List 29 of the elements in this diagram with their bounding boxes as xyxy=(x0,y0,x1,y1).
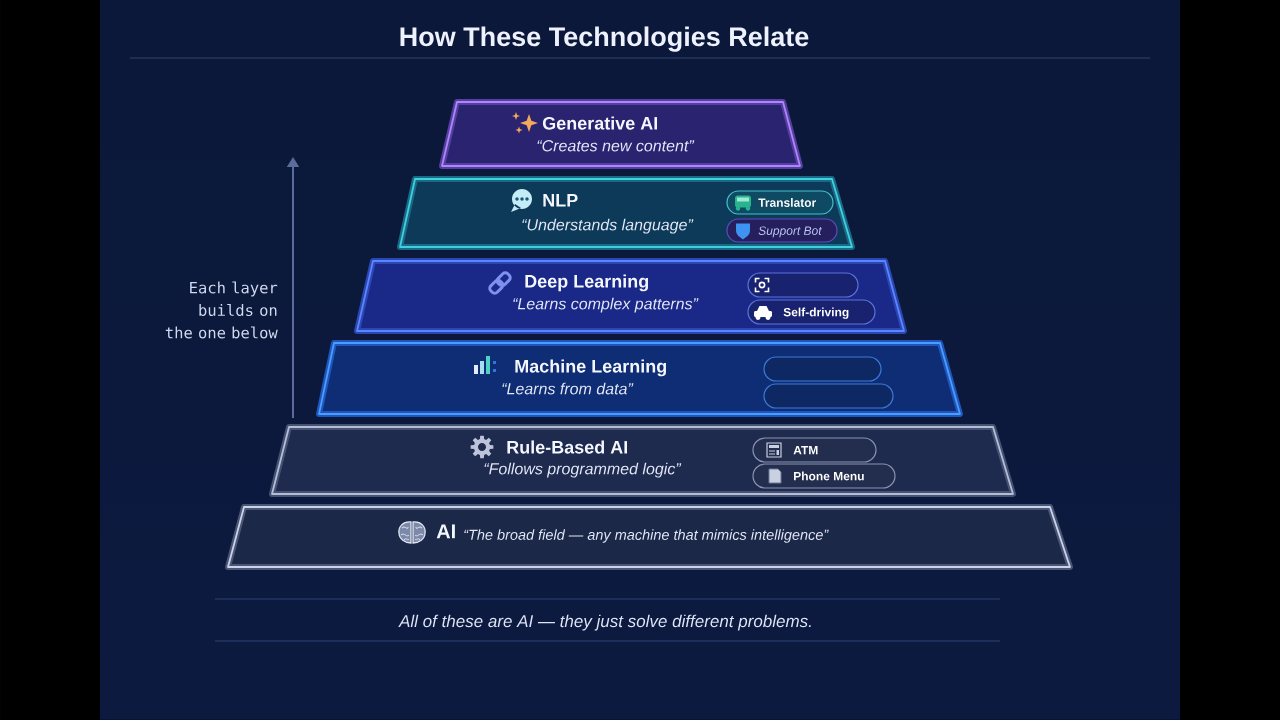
pyramid-layer xyxy=(397,176,855,250)
pyramid-layer xyxy=(354,258,907,334)
example-tag xyxy=(763,356,882,382)
caption: All of these are AI — they just solve different problems. xyxy=(398,614,811,631)
layer-description: “Learns from data” xyxy=(502,382,634,395)
pyramid-layer xyxy=(225,504,1073,570)
pyramid-layer xyxy=(316,340,963,417)
example-tag: Support Bot xyxy=(726,218,838,243)
example-tag: Self-driving xyxy=(747,299,876,325)
layer-heading: Deep Learning xyxy=(525,274,648,292)
layer-heading: Machine Learning xyxy=(515,359,666,377)
layer-heading: Generative AI xyxy=(542,116,658,130)
pyramid-layer xyxy=(439,99,803,169)
layer-description: “Creates new content” xyxy=(537,140,695,152)
example-tag: ATM xyxy=(752,437,877,463)
side-note: Each layer builds on the one below xyxy=(165,281,278,339)
layer-description: “Follows programmed logic” xyxy=(484,462,682,478)
layer-heading: Rule-Based AI xyxy=(507,440,627,454)
layer-heading: NLP xyxy=(543,194,578,207)
example-tag: Translator xyxy=(726,190,834,215)
layer-description: “Understands language” xyxy=(522,218,694,234)
pyramid-layer xyxy=(269,424,1016,497)
layer-description: “The broad field — any machine that mimics intelligence” xyxy=(464,529,829,543)
layer-heading: AI xyxy=(436,524,455,539)
example-tag xyxy=(763,383,894,409)
example-tag: Phone Menu xyxy=(752,463,896,489)
example-tag xyxy=(747,272,859,298)
layer-description: “Learns complex patterns” xyxy=(513,297,699,313)
title: How These Technologies Relate xyxy=(400,26,809,52)
